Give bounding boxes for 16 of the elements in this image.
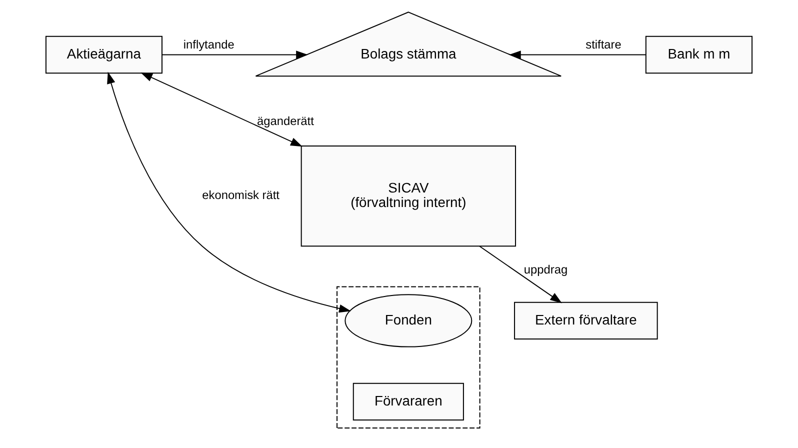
arrow [162, 50, 308, 59]
edge-label: uppdrag [524, 262, 568, 277]
node-ellipse: Fonden [344, 294, 472, 348]
arrow [479, 246, 562, 304]
node-box: Förvararen [352, 382, 464, 421]
edge-label: inflytande [183, 37, 234, 52]
edge-label: ekonomisk rätt [202, 188, 280, 202]
arrow [107, 72, 352, 313]
arrow [140, 72, 302, 147]
node-box: SICAV (förvaltning internt) [300, 146, 516, 247]
node-box: Aktieägarna [45, 36, 162, 74]
edge-label: stiftare [586, 37, 622, 52]
node-box: Extern förvaltare [514, 302, 658, 340]
node-box: Bank m m [645, 36, 753, 74]
arrow [508, 50, 646, 59]
edge-label: äganderätt [257, 114, 314, 128]
